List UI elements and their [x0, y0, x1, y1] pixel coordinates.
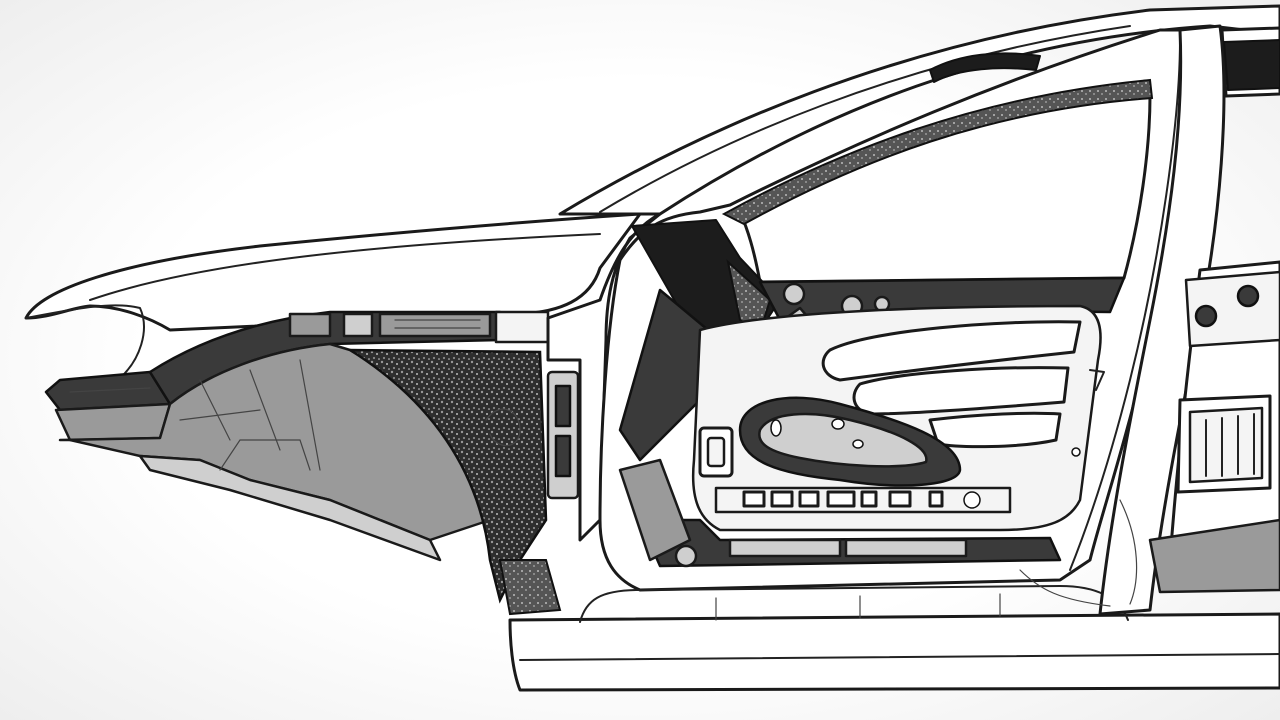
- window-trim: [721, 52, 1154, 226]
- roof-panel: [558, 4, 1280, 216]
- door-inner-panel: [691, 304, 1102, 532]
- insulation-panel: [345, 348, 562, 616]
- door-sill-floor: [618, 458, 1062, 568]
- fender-upper-rail: [148, 310, 550, 406]
- rocker-panel: [508, 585, 1280, 692]
- a-pillar-trim: [618, 219, 781, 462]
- b-pillar: [1071, 24, 1226, 616]
- front-bumper: [44, 370, 172, 442]
- hood-panel: [24, 212, 642, 379]
- rear-door-partial: [1019, 26, 1280, 607]
